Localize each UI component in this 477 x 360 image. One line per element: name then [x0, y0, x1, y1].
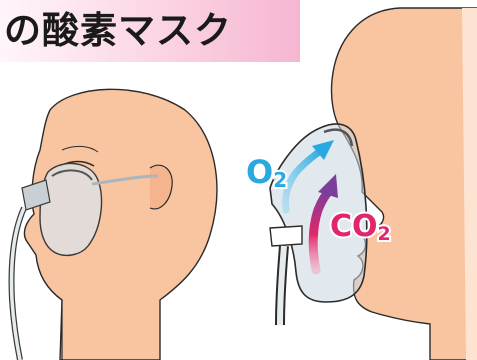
co2-label-subscript: 2 [378, 223, 391, 245]
oxygen-label-main: O [246, 153, 273, 191]
co2-label-main: CO [330, 209, 378, 244]
oxygen-label: O2 [246, 153, 287, 192]
co2-label: CO2 [330, 209, 391, 245]
left-head-figure [12, 89, 217, 360]
right-mask-connector [270, 226, 302, 246]
oxygen-label-subscript: 2 [273, 168, 287, 192]
right-head-figure [270, 8, 477, 360]
